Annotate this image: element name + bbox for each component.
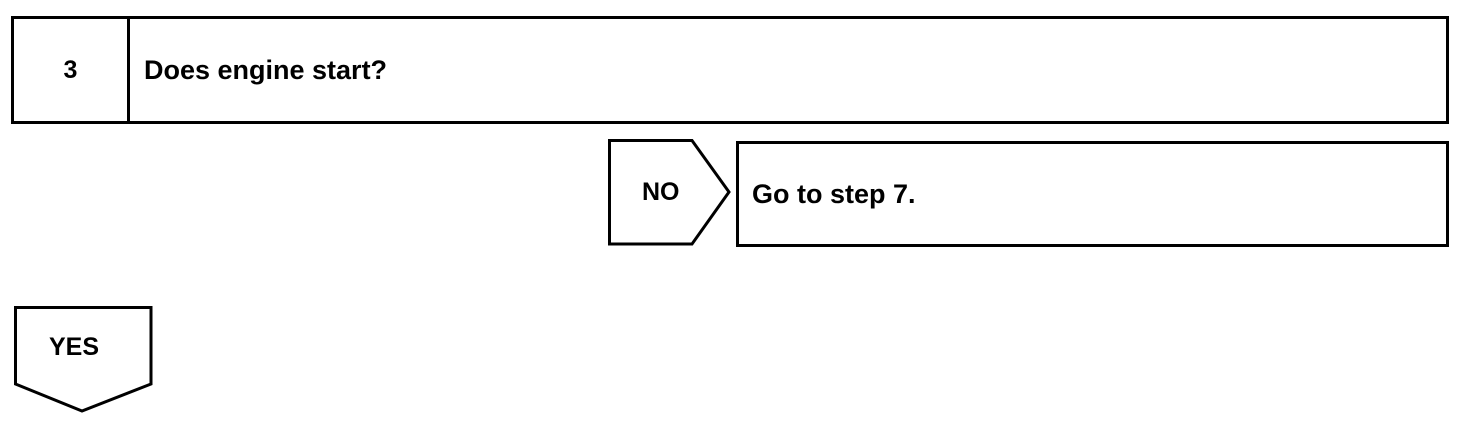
step-number: 3 [14,19,130,121]
step-question: Does engine start? [144,54,388,85]
yes-arrow-shape [14,306,153,413]
step-box: 3 Does engine start? [11,16,1449,124]
yes-label: YES [49,333,100,361]
no-label: NO [642,178,680,206]
no-arrow-shape [608,139,731,246]
no-result-box: Go to step 7. [736,141,1449,247]
